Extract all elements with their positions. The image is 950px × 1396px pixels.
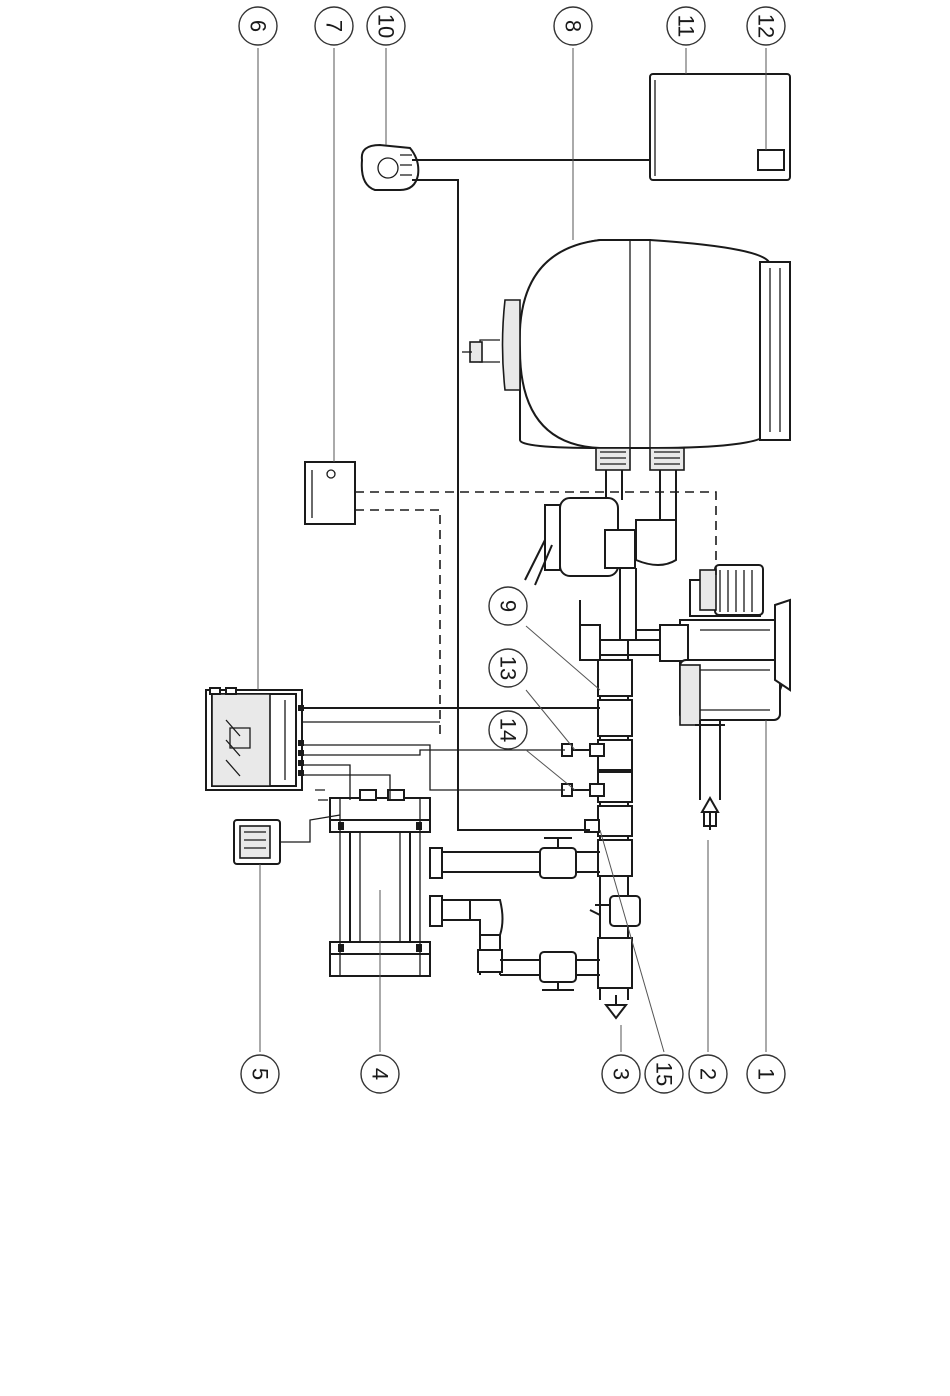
- outlet-arrow: [606, 995, 626, 1018]
- pressure-tank: [462, 240, 790, 520]
- svg-text:14: 14: [496, 718, 521, 742]
- svg-text:13: 13: [496, 656, 521, 680]
- svg-text:5: 5: [248, 1068, 273, 1080]
- svg-text:3: 3: [609, 1068, 634, 1080]
- svg-text:6: 6: [246, 20, 271, 32]
- inlet-arrow: [702, 798, 718, 830]
- callout-14: 14: [489, 711, 527, 749]
- svg-text:1: 1: [754, 1068, 779, 1080]
- callout-2: 2: [689, 1055, 727, 1093]
- callout-15: 15: [645, 1055, 683, 1093]
- callout-5: 5: [241, 1055, 279, 1093]
- svg-text:10: 10: [374, 14, 399, 38]
- svg-text:4: 4: [368, 1068, 393, 1080]
- callout-4: 4: [361, 1055, 399, 1093]
- callout-7: 7: [315, 7, 353, 45]
- svg-text:12: 12: [754, 14, 779, 38]
- multiport-valve: [525, 498, 676, 640]
- callout-3: 3: [602, 1055, 640, 1093]
- callout-9: 9: [489, 587, 527, 625]
- control-unit: [206, 688, 304, 790]
- control-wiring: [302, 708, 600, 800]
- remote-display: [234, 815, 340, 864]
- leader-lines: [258, 48, 766, 1052]
- svg-text:2: 2: [696, 1068, 721, 1080]
- svg-text:11: 11: [674, 15, 699, 38]
- callout-12: 12: [747, 7, 785, 45]
- callout-6: 6: [239, 7, 277, 45]
- svg-text:15: 15: [652, 1062, 677, 1086]
- callout-10: 10: [367, 7, 405, 45]
- device-11: [650, 74, 790, 180]
- callout-1: 1: [747, 1055, 785, 1093]
- callout-11: 11: [667, 7, 705, 45]
- svg-text:7: 7: [322, 20, 347, 32]
- svg-text:8: 8: [561, 20, 586, 32]
- svg-text:9: 9: [496, 600, 521, 612]
- pump-motor: [636, 565, 790, 800]
- electrolysis-cell: [330, 790, 542, 976]
- callout-8: 8: [554, 7, 592, 45]
- callout-13: 13: [489, 649, 527, 687]
